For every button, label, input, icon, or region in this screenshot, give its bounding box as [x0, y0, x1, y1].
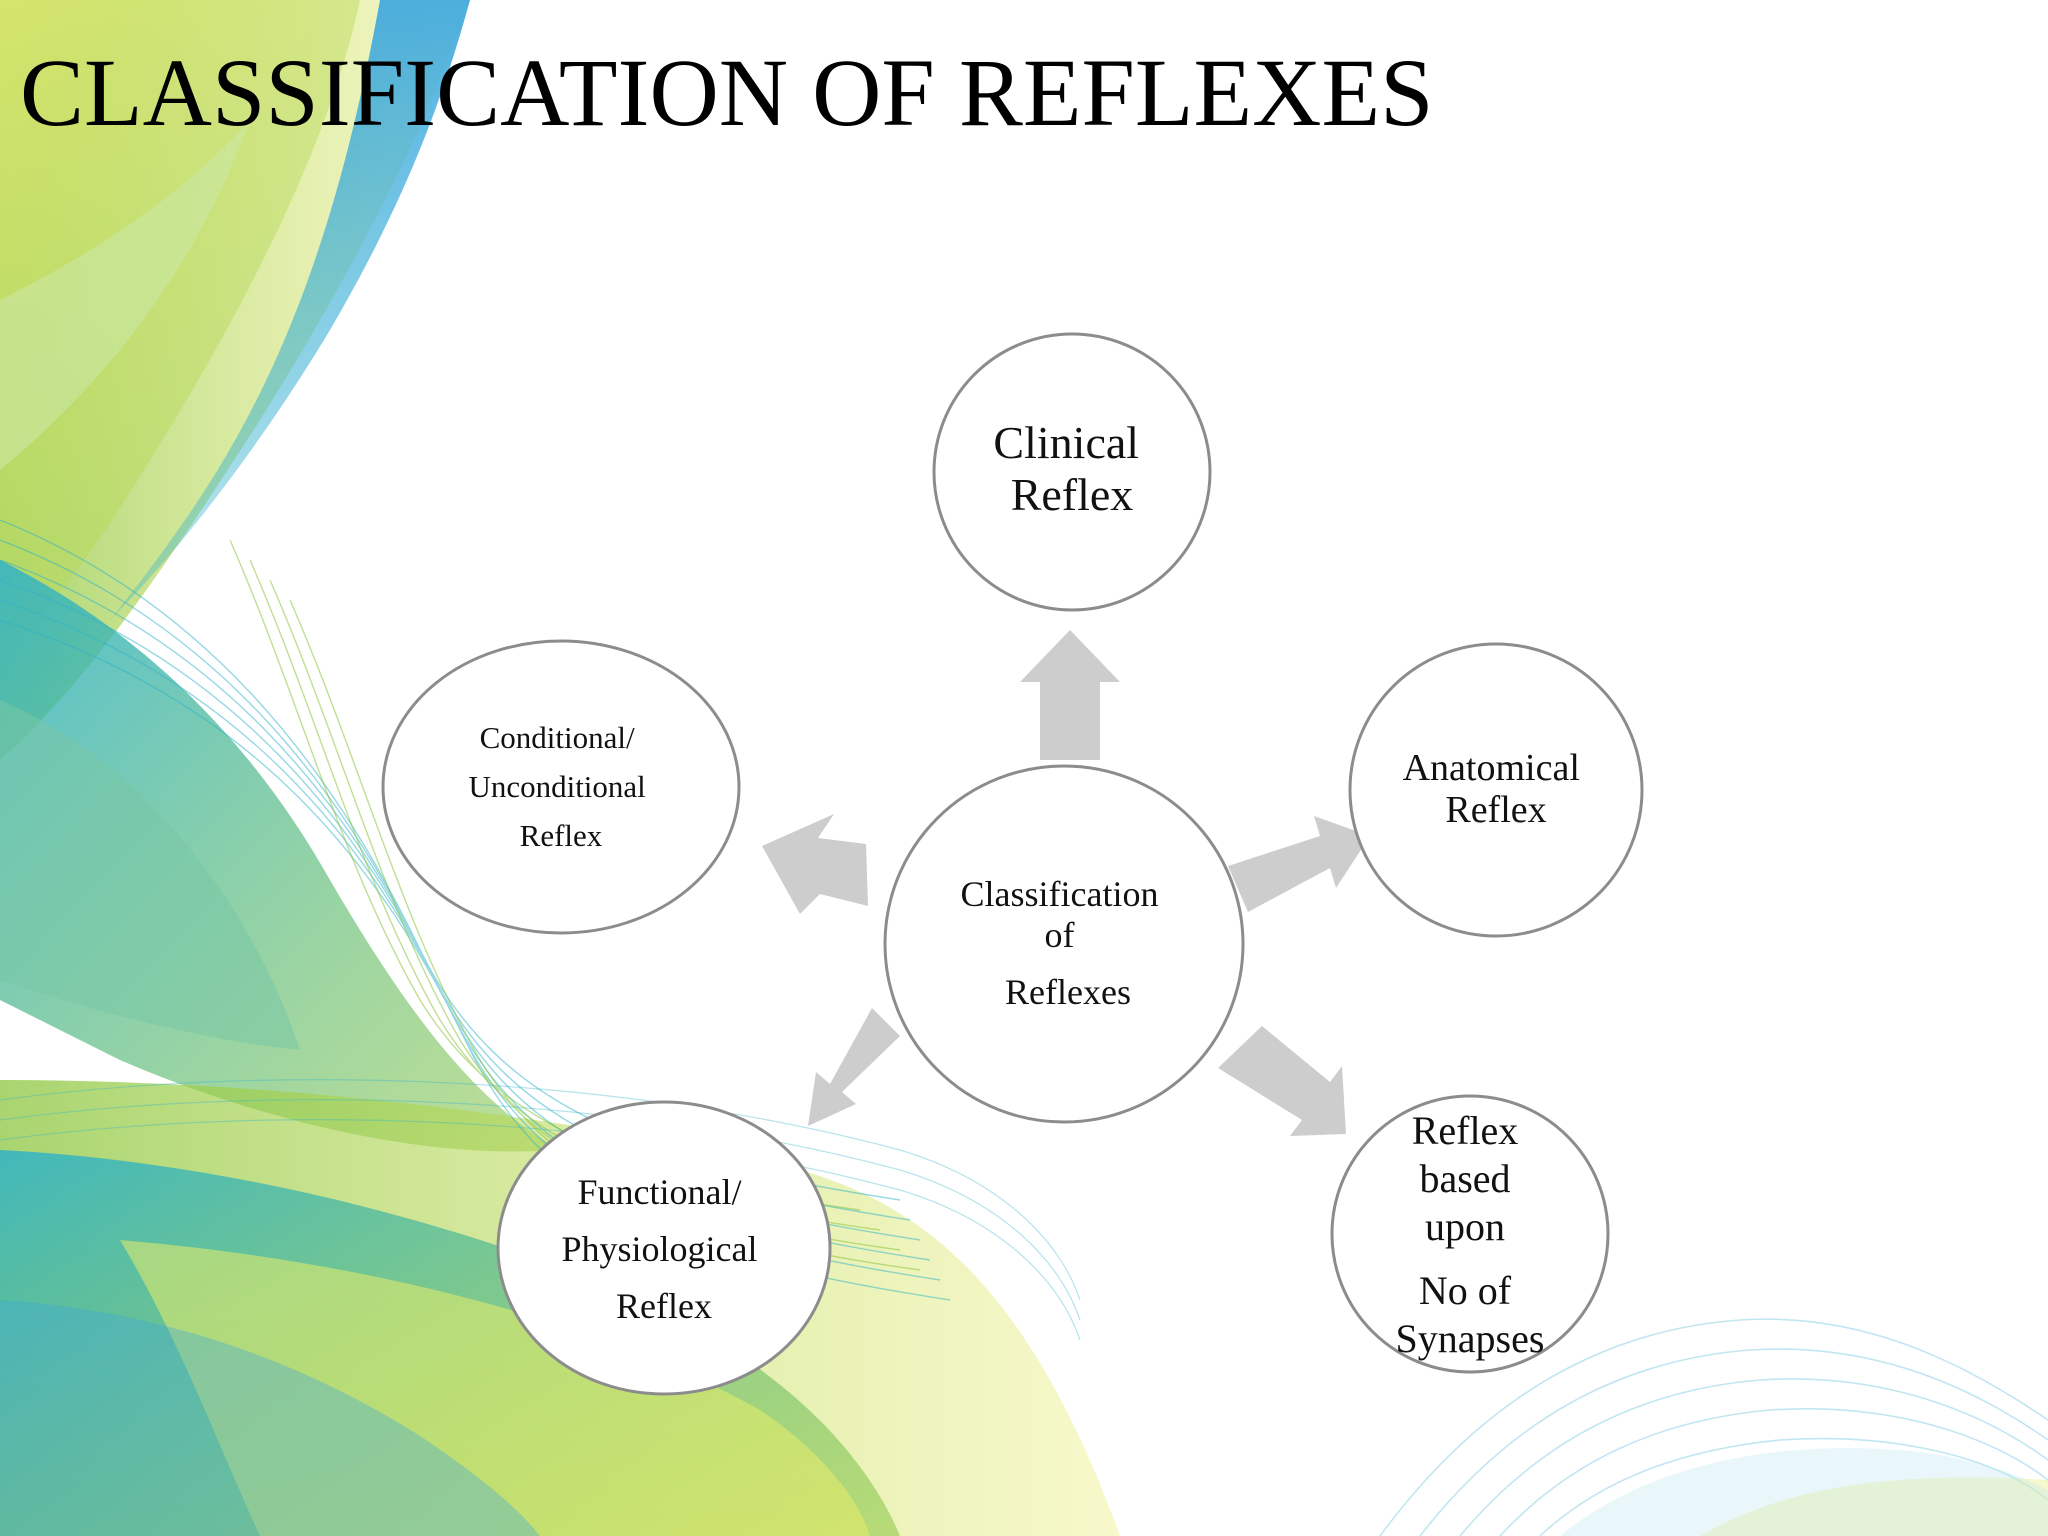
center-line-2: of	[1045, 915, 1075, 955]
center-line-1: Classification	[961, 874, 1159, 914]
slide-title: CLASSIFICATION OF REFLEXES	[20, 39, 1434, 146]
arrow-to-conditional	[762, 814, 868, 914]
node-conditional-line-3: Reflex	[520, 818, 603, 853]
node-functional-line-3: Reflex	[616, 1286, 712, 1326]
svg-text:Reflex based u: Reflex based upon No of Synapses	[1396, 1108, 1545, 1361]
node-anatomical-line-2: Reflex	[1445, 789, 1546, 831]
node-clinical-line-1: Clinical	[993, 417, 1139, 468]
node-conditional: Conditional/ Unconditional Reflex	[381, 639, 741, 935]
center-line-3: Reflexes	[1005, 972, 1131, 1012]
arrow-to-clinical	[1020, 630, 1120, 760]
node-anatomical: Anatomical Reflex	[1348, 642, 1644, 938]
svg-text:Classification of: Classification of Reflexes	[961, 874, 1168, 1012]
node-functional-line-1: Functional/	[578, 1172, 742, 1212]
node-synapses-line-5: Synapses	[1396, 1316, 1545, 1361]
node-synapses-line-3: upon	[1425, 1204, 1505, 1249]
node-synapses-line-1: Reflex	[1412, 1108, 1519, 1153]
node-clinical: Clinical Reflex	[932, 332, 1212, 612]
arrow-to-anatomical	[1228, 816, 1370, 912]
svg-text:Anatomical Reflex: Anatomical Reflex	[1403, 747, 1590, 831]
node-synapses: Reflex based upon No of Synapses	[1330, 1094, 1610, 1374]
node-functional: Functional/ Physiological Reflex	[496, 1100, 832, 1396]
node-anatomical-line-1: Anatomical	[1403, 747, 1580, 789]
svg-text:Functional/ Physiologi: Functional/ Physiological Reflex	[562, 1172, 767, 1326]
arrow-to-functional	[808, 1008, 900, 1126]
node-conditional-line-2: Unconditional	[468, 769, 645, 804]
node-functional-line-2: Physiological	[562, 1229, 758, 1269]
arrow-to-synapses	[1218, 1026, 1346, 1136]
node-synapses-line-2: based	[1419, 1156, 1510, 1201]
svg-text:Conditional/ Unconditi: Conditional/ Unconditional Reflex	[468, 720, 653, 853]
node-synapses-line-4: No of	[1419, 1268, 1512, 1313]
node-clinical-line-2: Reflex	[1011, 469, 1134, 520]
svg-text:Clinical Reflex: Clinical Reflex	[993, 417, 1150, 520]
node-center: Classification of Reflexes	[883, 764, 1245, 1124]
node-conditional-line-1: Conditional/	[480, 720, 635, 755]
